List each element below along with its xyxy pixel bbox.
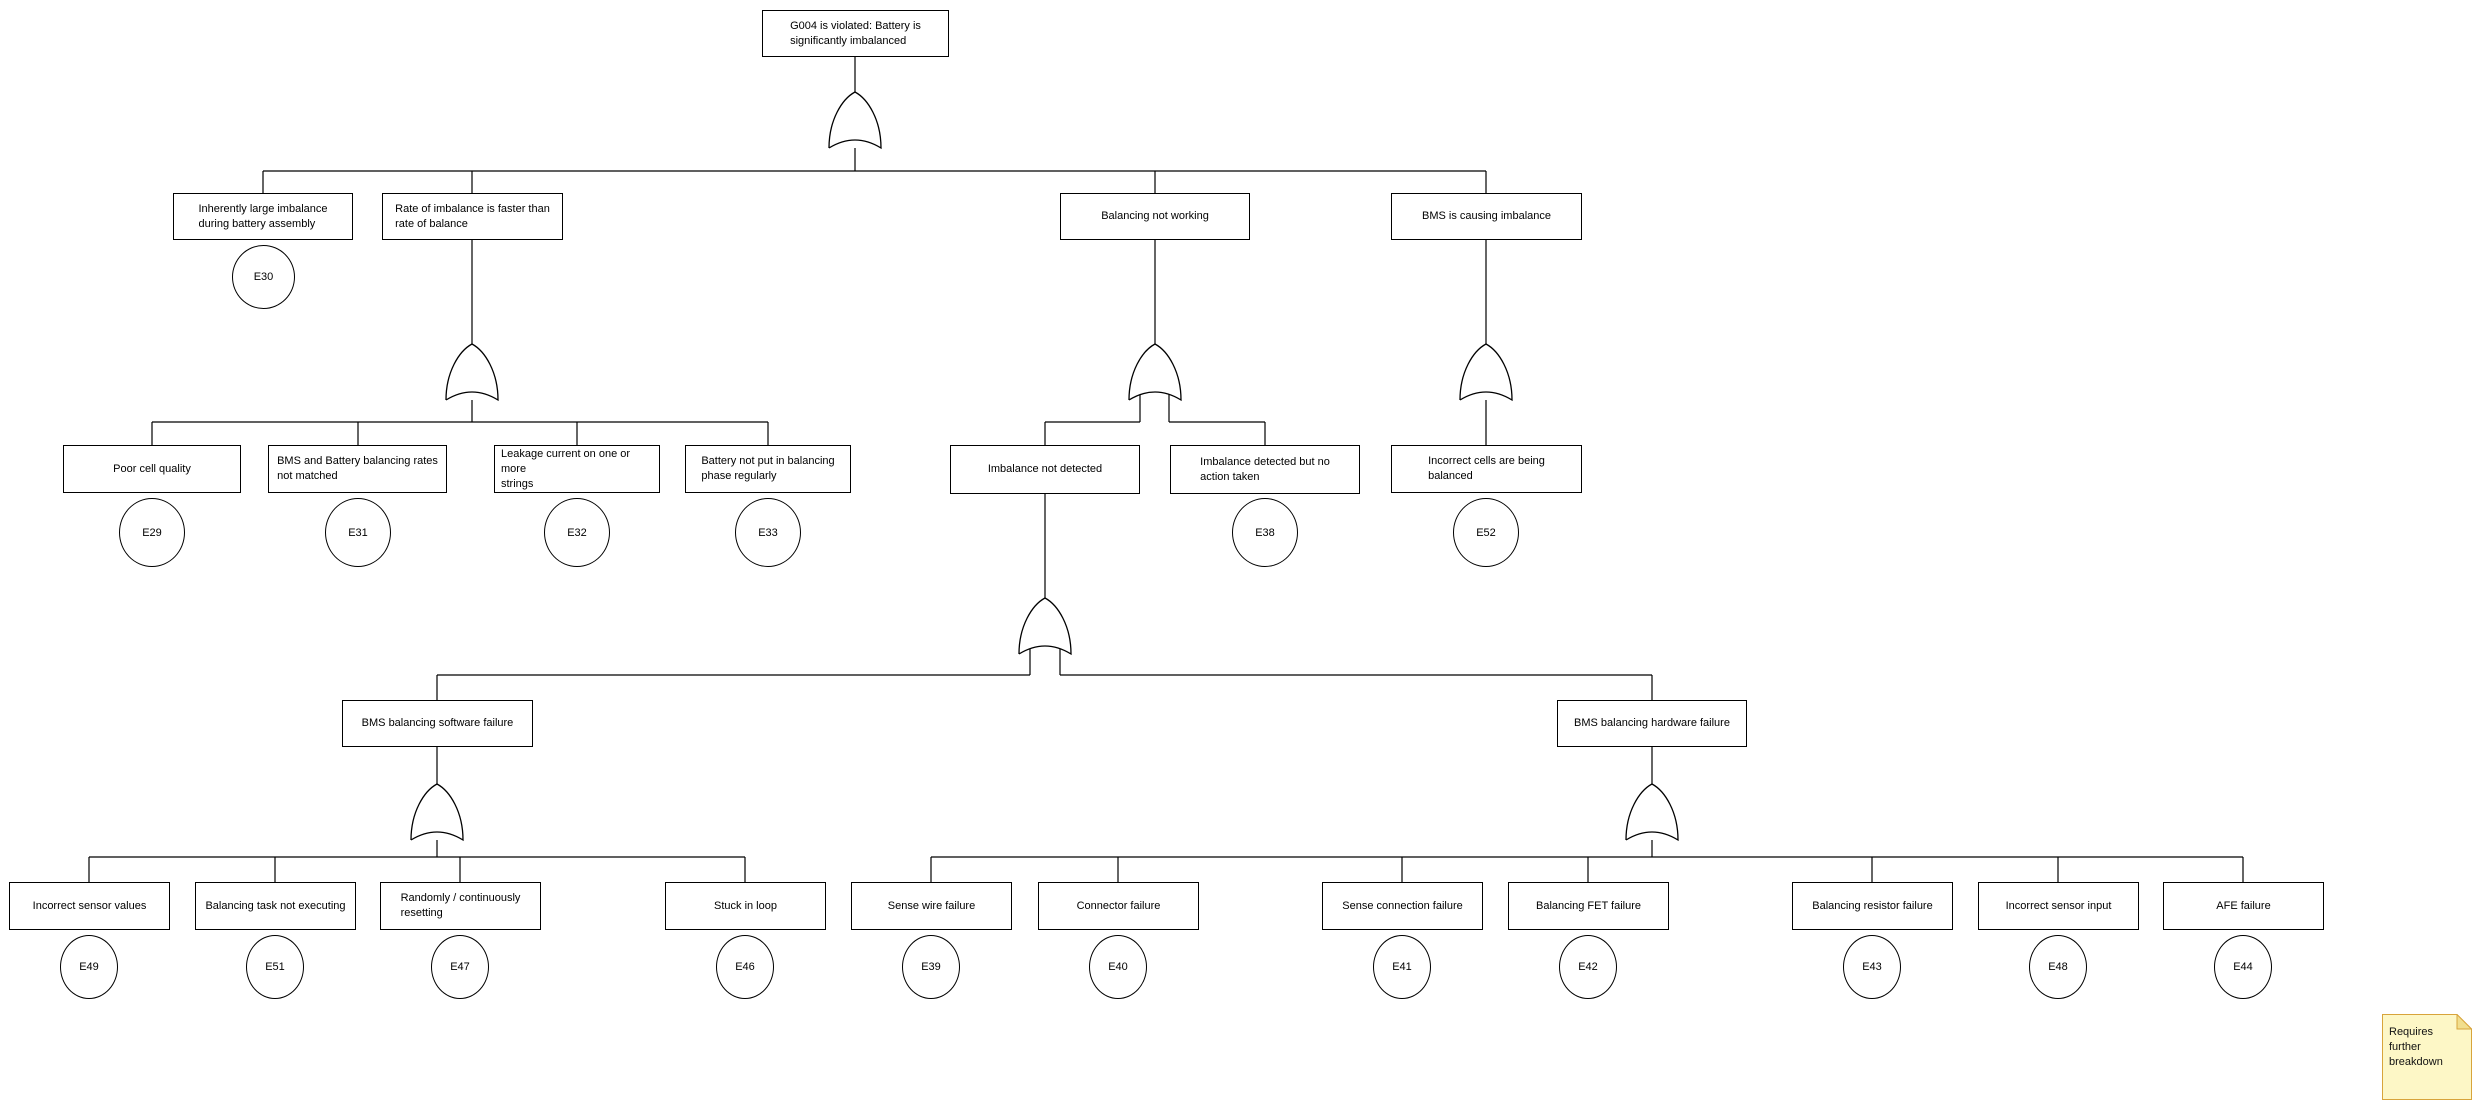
node-label: Inherently large imbalance during batter… [198, 202, 328, 230]
basic-event-e40[interactable]: E40 [1089, 935, 1147, 999]
node-label: Balancing FET failure [1536, 899, 1641, 912]
event-label: E44 [2233, 961, 2253, 973]
basic-event-e44[interactable]: E44 [2214, 935, 2272, 999]
node-imbalance-not-detected[interactable]: Imbalance not detected [950, 445, 1140, 494]
node-balancing-fet-failure[interactable]: Balancing FET failure [1508, 882, 1669, 930]
node-sw-failure[interactable]: BMS balancing software failure [342, 700, 533, 747]
connector-lines [88, 57, 2244, 882]
event-label: E29 [142, 526, 162, 539]
event-label: E33 [758, 526, 778, 539]
node-label: Randomly / continuously resetting [400, 892, 521, 919]
node-sense-connection-failure[interactable]: Sense connection failure [1322, 882, 1483, 930]
basic-event-e51[interactable]: E51 [246, 935, 304, 999]
node-label: Leakage current on one or more strings [501, 447, 631, 490]
event-label: E43 [1862, 961, 1882, 973]
or-gate-sw-failure[interactable] [410, 783, 464, 842]
event-label: E46 [735, 961, 755, 973]
node-poor-cell-quality[interactable]: Poor cell quality [63, 445, 241, 493]
basic-event-e41[interactable]: E41 [1373, 935, 1431, 999]
event-label: E49 [79, 961, 99, 973]
node-randomly-resetting[interactable]: Randomly / continuously resetting [380, 882, 541, 930]
basic-event-e32[interactable]: E32 [544, 498, 610, 567]
node-label: BMS balancing hardware failure [1574, 717, 1730, 729]
or-gate-top-event[interactable] [828, 91, 882, 150]
basic-event-e42[interactable]: E42 [1559, 935, 1617, 999]
or-gate-bms-causing-imbalance[interactable] [1459, 343, 1513, 402]
event-label: E48 [2048, 961, 2068, 973]
node-label: BMS and Battery balancing rates not matc… [277, 455, 438, 482]
node-stuck-in-loop[interactable]: Stuck in loop [665, 882, 826, 930]
node-label: Balancing task not executing [205, 899, 346, 912]
basic-event-e48[interactable]: E48 [2029, 935, 2087, 999]
node-label: Battery not put in balancing phase regul… [701, 455, 835, 482]
node-balancing-resistor-failure[interactable]: Balancing resistor failure [1792, 882, 1953, 930]
node-label: Rate of imbalance is faster than rate of… [395, 202, 550, 230]
sticky-note-text: Requires further breakdown [2389, 1026, 2443, 1068]
node-inherent-imbalance[interactable]: Inherently large imbalance during batter… [173, 193, 353, 240]
basic-event-e49[interactable]: E49 [60, 935, 118, 999]
node-label: Stuck in loop [714, 899, 777, 912]
node-label: BMS balancing software failure [361, 717, 514, 729]
basic-event-e30[interactable]: E30 [232, 245, 295, 309]
node-rates-not-matched[interactable]: BMS and Battery balancing rates not matc… [268, 445, 447, 493]
node-label: AFE failure [2216, 899, 2271, 912]
event-label: E42 [1578, 961, 1598, 973]
sticky-note[interactable]: Requires further breakdown [2382, 1014, 2472, 1100]
node-sense-wire-failure[interactable]: Sense wire failure [851, 882, 1012, 930]
node-hw-failure[interactable]: BMS balancing hardware failure [1557, 700, 1747, 747]
node-label: Balancing not working [1101, 210, 1209, 222]
event-label: E31 [348, 526, 368, 539]
node-label: Imbalance not detected [987, 463, 1103, 475]
sticky-note-shape [2382, 1014, 2472, 1100]
event-label: E52 [1476, 526, 1496, 539]
node-balancing-not-working[interactable]: Balancing not working [1060, 193, 1250, 240]
event-label: E51 [265, 961, 285, 973]
event-label: E30 [253, 271, 274, 283]
node-incorrect-cells-balanced[interactable]: Incorrect cells are being balanced [1391, 445, 1582, 493]
node-label: Poor cell quality [113, 462, 191, 475]
event-label: E40 [1108, 961, 1128, 973]
basic-event-e29[interactable]: E29 [119, 498, 185, 567]
node-label: Sense connection failure [1342, 899, 1463, 912]
basic-event-e31[interactable]: E31 [325, 498, 391, 567]
node-leakage-current[interactable]: Leakage current on one or more strings [494, 445, 660, 493]
node-label: Incorrect sensor values [32, 899, 147, 912]
node-top-event-g004[interactable]: G004 is violated: Battery is significant… [762, 10, 949, 57]
event-label: E38 [1255, 526, 1275, 539]
basic-event-e52[interactable]: E52 [1453, 498, 1519, 567]
node-label: BMS is causing imbalance [1421, 210, 1551, 222]
or-gate-hw-failure[interactable] [1625, 783, 1679, 842]
node-connector-failure[interactable]: Connector failure [1038, 882, 1199, 930]
node-incorrect-sensor-values[interactable]: Incorrect sensor values [9, 882, 170, 930]
event-label: E39 [921, 961, 941, 973]
node-task-not-executing[interactable]: Balancing task not executing [195, 882, 356, 930]
node-label: Connector failure [1076, 899, 1161, 912]
basic-event-e33[interactable]: E33 [735, 498, 801, 567]
event-label: E32 [567, 526, 587, 539]
node-rate-of-imbalance[interactable]: Rate of imbalance is faster than rate of… [382, 193, 563, 240]
event-label: E47 [450, 961, 470, 973]
or-gate-imbalance-not-detected[interactable] [1018, 597, 1072, 656]
basic-event-e38[interactable]: E38 [1232, 498, 1298, 567]
event-label: E41 [1392, 961, 1412, 973]
or-gate-rate-of-imbalance[interactable] [445, 343, 499, 402]
node-bms-causing-imbalance[interactable]: BMS is causing imbalance [1391, 193, 1582, 240]
node-label: Incorrect sensor input [2005, 899, 2112, 912]
node-not-in-balancing-phase[interactable]: Battery not put in balancing phase regul… [685, 445, 851, 493]
node-incorrect-sensor-input[interactable]: Incorrect sensor input [1978, 882, 2139, 930]
basic-event-e47[interactable]: E47 [431, 935, 489, 999]
node-label: Balancing resistor failure [1812, 899, 1933, 912]
basic-event-e46[interactable]: E46 [716, 935, 774, 999]
or-gate-balancing-not-working[interactable] [1128, 343, 1182, 402]
node-no-action-taken[interactable]: Imbalance detected but no action taken [1170, 445, 1360, 494]
node-label: Sense wire failure [887, 899, 976, 912]
node-label: Imbalance detected but no action taken [1200, 455, 1330, 483]
node-afe-failure[interactable]: AFE failure [2163, 882, 2324, 930]
node-label: Incorrect cells are being balanced [1428, 455, 1545, 482]
basic-event-e43[interactable]: E43 [1843, 935, 1901, 999]
basic-event-e39[interactable]: E39 [902, 935, 960, 999]
node-label: G004 is violated: Battery is significant… [790, 19, 921, 47]
